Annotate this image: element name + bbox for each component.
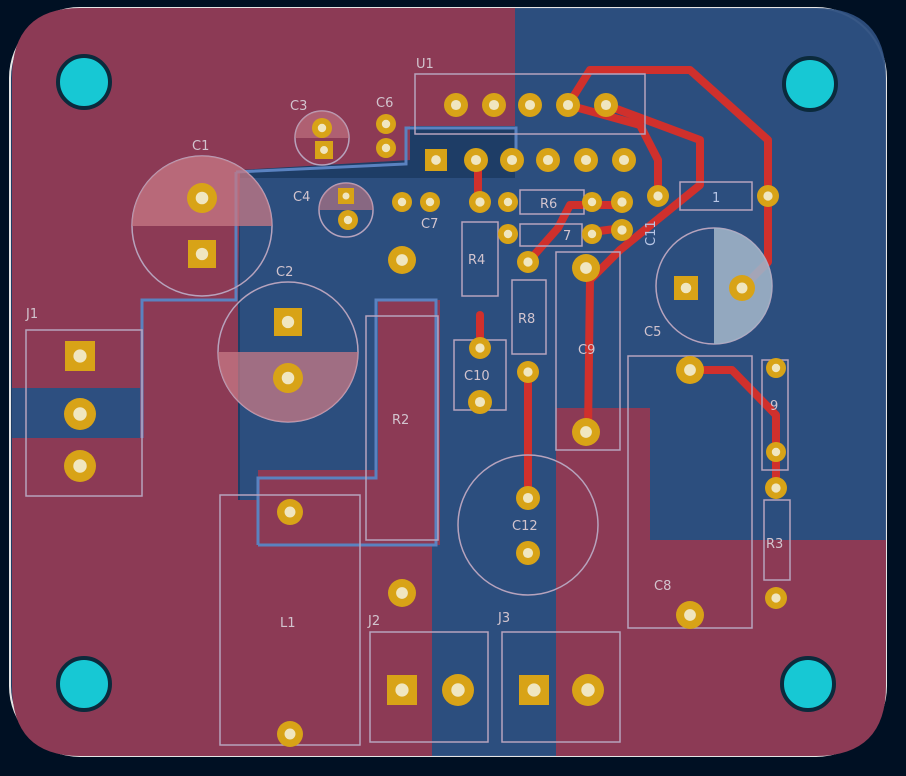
mounting-holes [56, 54, 838, 712]
front-tracks [474, 66, 780, 502]
pad-drill [580, 154, 592, 166]
pad-drill [474, 396, 486, 408]
ref-c8: C8 [654, 579, 671, 594]
pad-drill [680, 282, 692, 294]
pad-drill [320, 146, 328, 154]
pad-drill [281, 371, 295, 385]
pad-drill [342, 192, 350, 200]
pad-drill [475, 197, 485, 207]
pad-drill [771, 447, 781, 457]
ref-c9: C9 [578, 343, 595, 358]
pad-drill [771, 483, 781, 493]
pad-drill [381, 119, 391, 129]
ref-j2: J2 [367, 614, 380, 629]
pad-drill [431, 155, 441, 165]
mounting-hole-icon[interactable] [780, 656, 836, 712]
back-track-outline-3 [256, 298, 438, 547]
pad-drill [581, 683, 595, 697]
pad-drill [317, 123, 327, 133]
pad-drill [381, 143, 391, 153]
pad-drill [617, 197, 627, 207]
pad-drill [343, 215, 353, 225]
ref-l1: L1 [280, 616, 296, 631]
pad-drill [425, 197, 435, 207]
pad-drill [73, 459, 87, 473]
pad-drill [580, 262, 592, 274]
mounting-hole-icon[interactable] [782, 56, 838, 112]
pad-drill [523, 367, 533, 377]
pad-drill [284, 728, 296, 740]
pad-drill [397, 197, 407, 207]
pad-drill [522, 547, 534, 559]
ref-c10: C10 [464, 369, 490, 384]
pad-drill [396, 587, 408, 599]
ref-r6: R6 [540, 197, 557, 212]
ref-c2: C2 [276, 265, 293, 280]
pad-drill [618, 154, 630, 166]
pad-drill [73, 349, 87, 363]
pads-layer [64, 93, 787, 747]
pad-drill [470, 154, 482, 166]
front-copper-zone-mid [258, 300, 440, 545]
pad-drill [451, 683, 465, 697]
ref-c6: C6 [376, 96, 393, 111]
ref-r3: R3 [766, 537, 783, 552]
pad-drill [763, 191, 773, 201]
pad-drill [73, 407, 87, 421]
pad-drill [736, 282, 748, 294]
ref-c1: C1 [192, 139, 209, 154]
pad-drill [506, 154, 518, 166]
ref-c12: C12 [512, 519, 538, 534]
ref-r2: R2 [392, 413, 409, 428]
ref-j3: J3 [497, 611, 510, 626]
pad-drill [450, 99, 462, 111]
pad-drill [195, 247, 209, 261]
ref-r9: 9 [770, 399, 778, 414]
mounting-hole-icon[interactable] [56, 656, 112, 712]
pad-drill [284, 506, 296, 518]
pad-drill [488, 99, 500, 111]
ref-r8: R8 [518, 312, 535, 327]
pad-drill [527, 683, 541, 697]
pad-drill [523, 257, 533, 267]
pad-drill [522, 492, 534, 504]
front-copper-zone-left-lower [12, 300, 258, 756]
ref-c7: C7 [421, 217, 438, 232]
ref-r4: R4 [468, 253, 485, 268]
pad-drill [600, 99, 612, 111]
pad-drill [684, 364, 696, 376]
pad-drill [653, 191, 663, 201]
pad-drill [503, 229, 513, 239]
pad-drill [475, 343, 485, 353]
pad-drill [195, 191, 209, 205]
pad-drill [684, 609, 696, 621]
reference-labels: U1 C1 C2 C3 C4 C5 C6 C7 C8 C9 C10 C11 C1… [25, 57, 783, 631]
pad-drill [542, 154, 554, 166]
pad-drill [771, 593, 781, 603]
ref-c11: C11 [644, 220, 659, 246]
pad-drill [281, 315, 295, 329]
back-track-outline [235, 126, 518, 174]
pad-drill [396, 254, 408, 266]
pad-drill [771, 363, 781, 373]
pad-drill [617, 225, 627, 235]
mounting-hole-icon[interactable] [56, 54, 112, 110]
pad-drill [503, 197, 513, 207]
pad-drill [524, 99, 536, 111]
ref-c3: C3 [290, 99, 307, 114]
pad-drill [562, 99, 574, 111]
ref-c4: C4 [293, 190, 310, 205]
ref-r7: 7 [563, 229, 571, 244]
ref-j1: J1 [25, 307, 38, 322]
ref-c5: C5 [644, 325, 661, 340]
ref-r1: 1 [712, 191, 720, 206]
ref-u1: U1 [416, 57, 434, 72]
pad-drill [587, 229, 597, 239]
pad-drill [580, 426, 592, 438]
pad-drill [395, 683, 409, 697]
pad-drill [587, 197, 597, 207]
